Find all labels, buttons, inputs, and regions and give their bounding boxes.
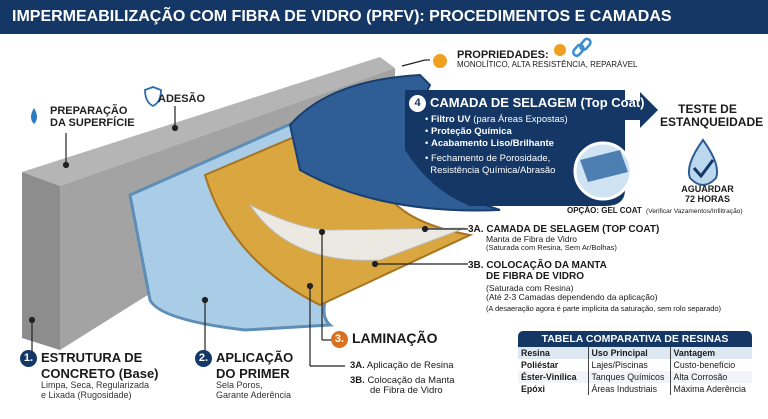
step-2-primer: 2.APLICAÇÃO DO PRIMER Sela Poros, Garant… <box>195 350 293 401</box>
step-3-lamination: 3.LAMINAÇÃO <box>331 331 438 348</box>
sun-icon <box>554 44 566 56</box>
properties: PROPRIEDADES: MONOLÍTICO, ALTA RESISTÊNC… <box>457 49 638 70</box>
topcoat-item: Acabamento Liso/Brilhante <box>425 138 568 150</box>
water-drop-check-icon <box>687 138 719 186</box>
layer-3b-label: 3B. COLOCAÇÃO DA MANTA DE FIBRA DE VIDRO… <box>468 260 721 313</box>
adhesion-label: ADESÃO <box>158 93 206 105</box>
link-icon <box>572 37 592 57</box>
shield-check-icon <box>144 86 162 108</box>
leak-test-note: (Verificar Vazamentos/Infiltração) <box>646 208 743 215</box>
concrete-top-face <box>22 57 395 186</box>
gel-coat-label: OPÇÃO: GEL COAT <box>567 206 642 215</box>
topcoat-item: Proteção Química <box>425 126 568 138</box>
topcoat-item: Filtro UV (para Áreas Expostas) <box>425 114 568 126</box>
fiberglass-layer <box>248 203 466 261</box>
layer-3a-label: 3A. CAMADA DE SELAGEM (TOP COAT) Manta d… <box>468 224 660 253</box>
page-title: IMPERMEABILIZAÇÃO COM FIBRA DE VIDRO (PR… <box>0 0 768 34</box>
water-drop-icon <box>31 108 37 124</box>
topcoat-item: Fechamento de Porosidade, Resistência Qu… <box>425 153 568 177</box>
step-3a: 3A. Aplicação de Resina <box>350 360 454 371</box>
step-1-concrete: 1.ESTRUTURA DE CONCRETO (Base) Limpa, Se… <box>20 350 159 401</box>
sun-icon <box>433 54 447 68</box>
concrete-front-face <box>22 172 60 350</box>
